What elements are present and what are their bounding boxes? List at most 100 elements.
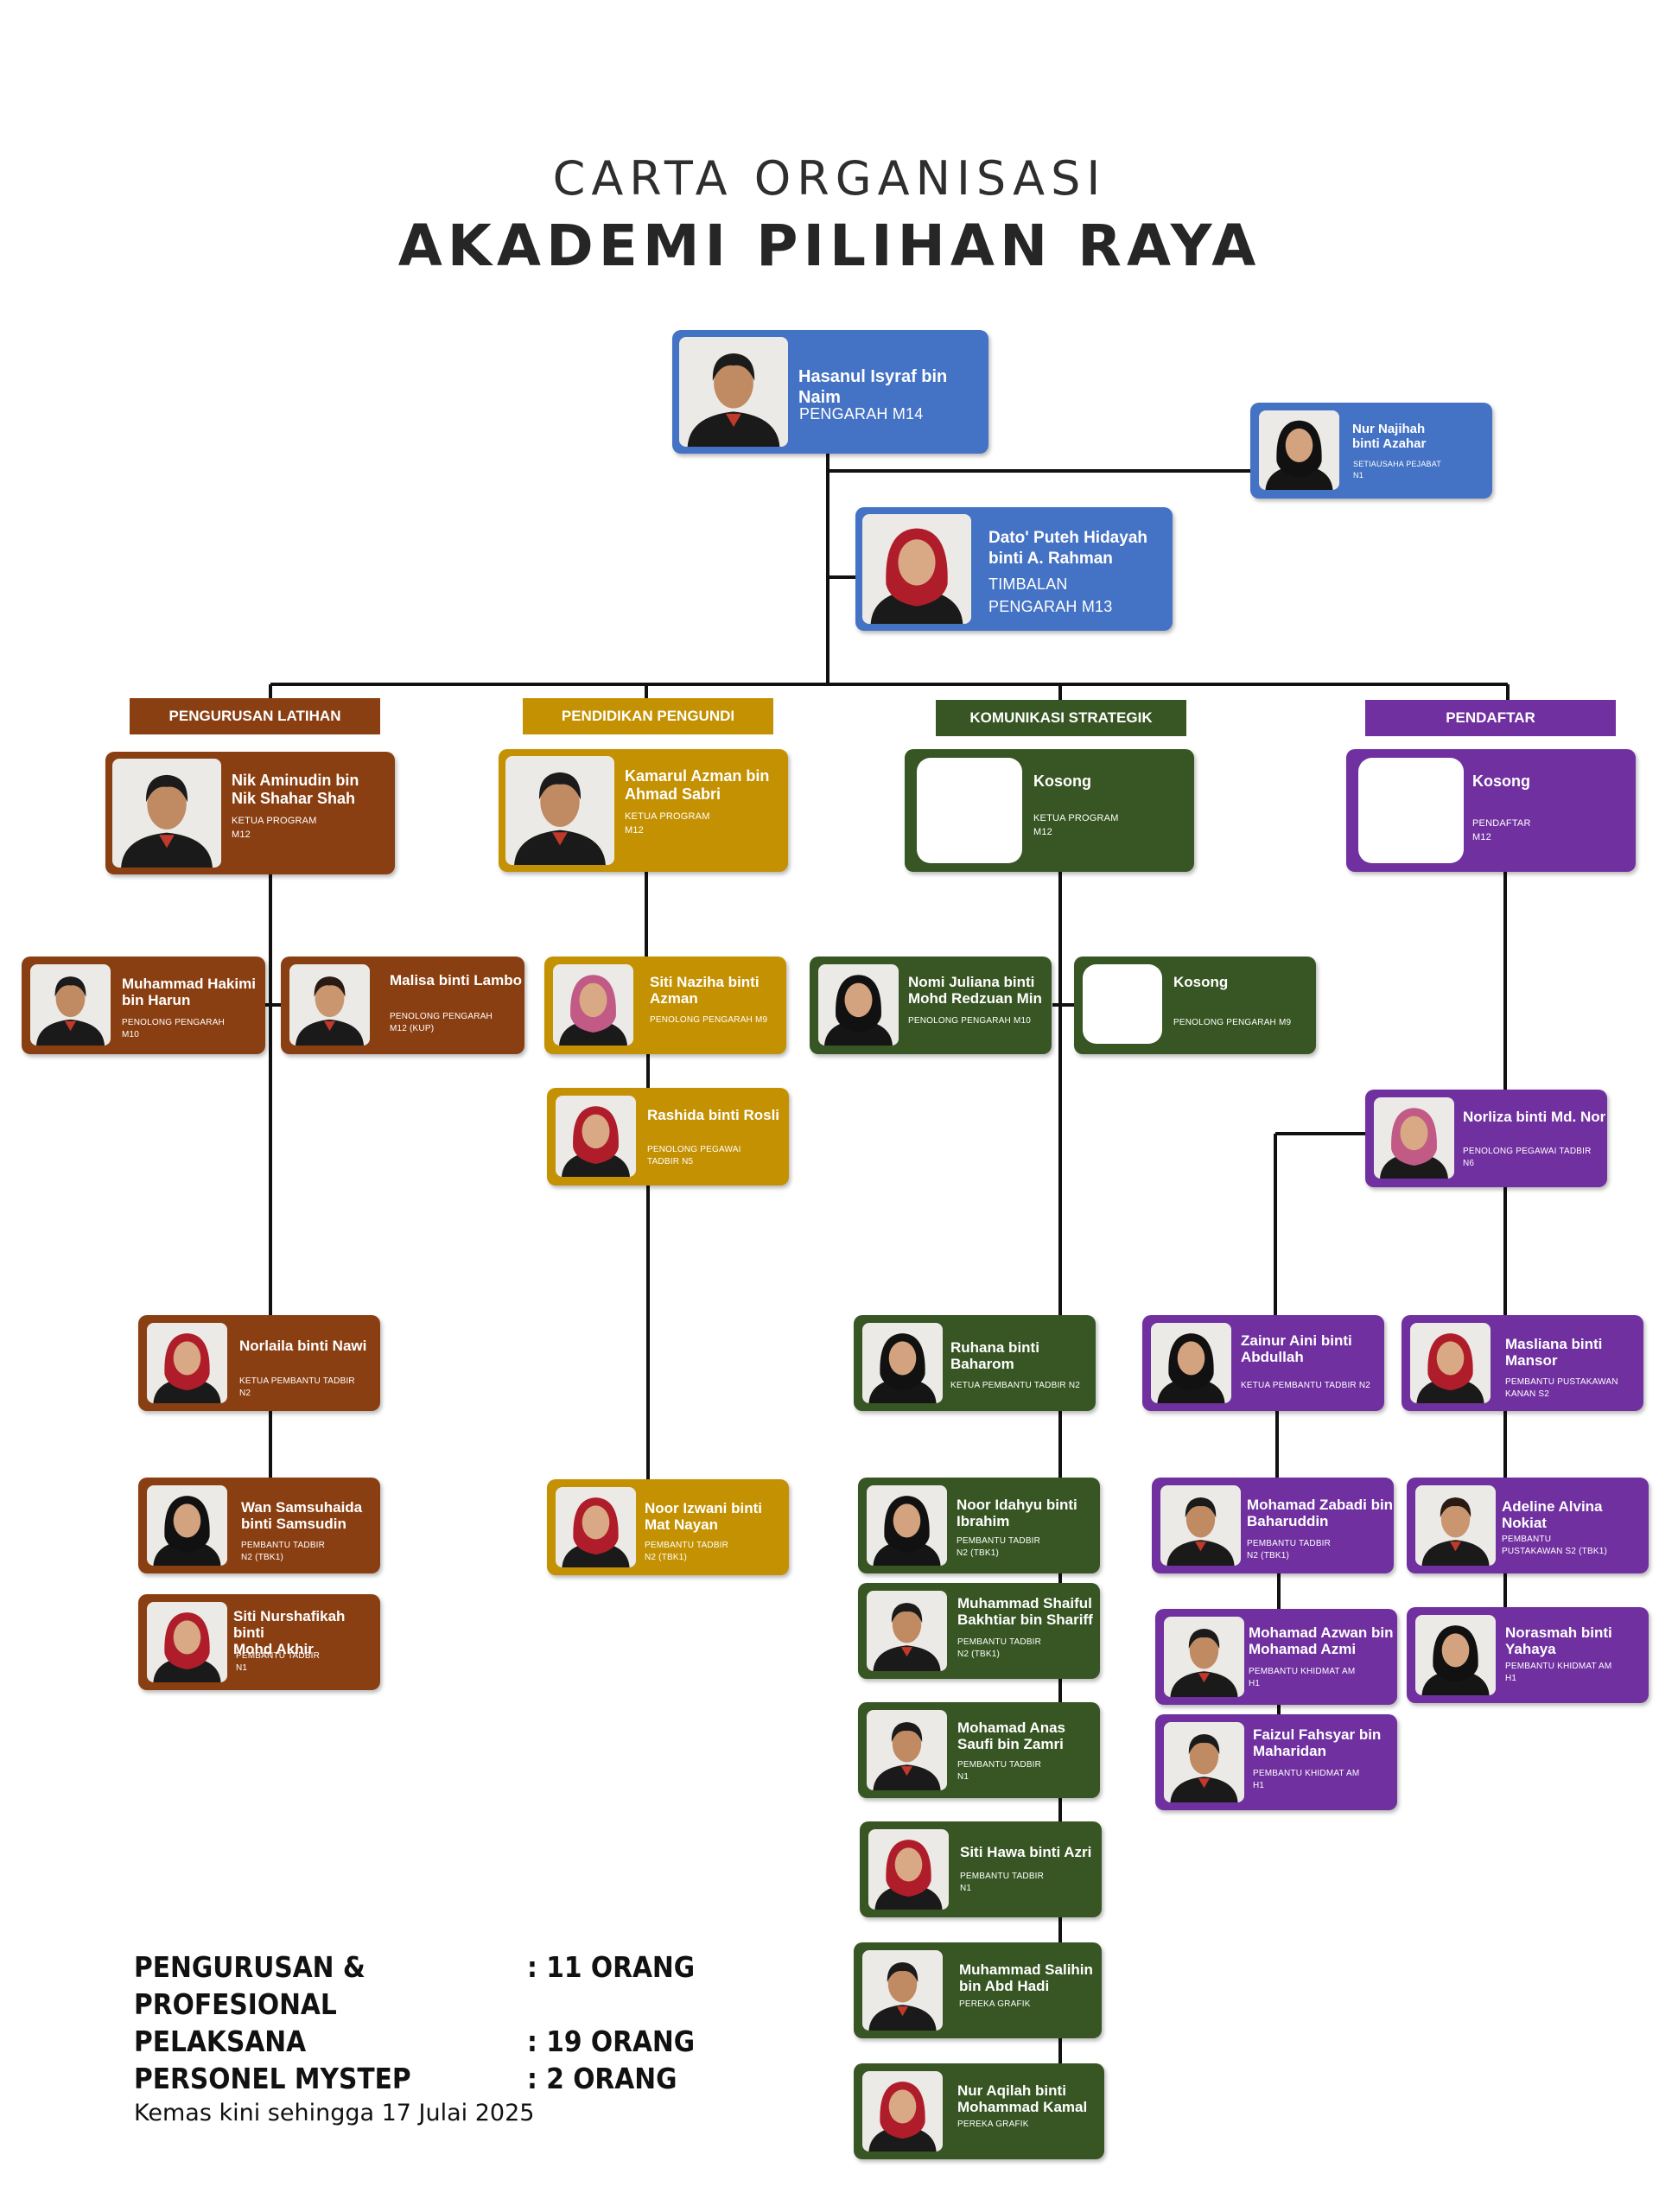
portrait-image — [862, 1950, 943, 2031]
person-card-malisa[interactable]: Malisa binti Lambo PENOLONG PENGARAH M12… — [281, 957, 524, 1054]
person-card-head-latihan[interactable]: Nik Aminudin bin Nik Shahar Shah KETUA P… — [105, 752, 395, 874]
person-name: Faizul Fahsyar bin Maharidan — [1253, 1726, 1382, 1759]
portrait-image — [862, 2071, 943, 2152]
person-position: PEMBANTU KHIDMAT AM H1 — [1505, 1662, 1612, 1683]
person-card-masliana[interactable]: Masliana binti Mansor PEMBANTU PUSTAKAWA… — [1402, 1315, 1643, 1411]
portrait-image — [867, 1485, 947, 1566]
summary-value: : 19 ORANG — [527, 2024, 696, 2058]
portrait-image — [556, 1487, 636, 1567]
person-card-azwan[interactable]: Mohamad Azwan bin Mohamad Azmi PEMBANTU … — [1155, 1609, 1397, 1705]
person-card-rashida[interactable]: Rashida binti Rosli PENOLONG PEGAWAI TAD… — [547, 1088, 789, 1185]
portrait-image — [553, 964, 633, 1046]
person-position: KETUA PEMBANTU TADBIR N2 — [1241, 1381, 1371, 1390]
person-name: Kosong — [1033, 772, 1091, 790]
person-card-salihin[interactable]: Muhammad Salihin bin Abd Hadi PEREKA GRA… — [854, 1942, 1102, 2038]
person-card-zabadi[interactable]: Mohamad Zabadi bin Baharuddin PEMBANTU T… — [1152, 1478, 1394, 1573]
person-name: Muhammad Shaiful Bakhtiar bin Shariff — [957, 1595, 1093, 1628]
person-name: Siti Nurshafikah binti Mohd Akhir — [233, 1608, 346, 1657]
person-card-zainur[interactable]: Zainur Aini binti Abdullah KETUA PEMBANT… — [1142, 1315, 1384, 1411]
person-photo — [147, 1323, 227, 1403]
person-position: PENOLONG PENGARAH M9 — [1173, 1018, 1292, 1027]
person-card-wan[interactable]: Wan Samsuhaida binti Samsudin PEMBANTU T… — [138, 1478, 380, 1573]
portrait-image — [862, 514, 971, 624]
person-card-adeline[interactable]: Adeline Alvina Nokiat PEMBANTU PUSTAKAWA… — [1407, 1478, 1649, 1573]
person-photo — [1259, 410, 1339, 490]
person-photo — [867, 1591, 947, 1671]
portrait-image — [862, 1323, 943, 1403]
portrait-image — [867, 1710, 947, 1790]
person-name: Malisa binti Lambo — [390, 972, 523, 988]
chart-subtitle: CARTA ORGANISASI — [552, 151, 1107, 206]
person-position: KETUA PROGRAM M12 — [625, 811, 710, 836]
person-card-head-pendaftar[interactable]: Kosong PENDAFTAR M12 — [1346, 749, 1636, 872]
summary-label: PERSONEL MYSTEP — [134, 2062, 411, 2095]
person-photo — [1164, 1722, 1244, 1802]
portrait-image — [679, 337, 788, 447]
person-photo — [147, 1602, 227, 1682]
person-photo — [553, 964, 633, 1046]
person-position: PEMBANTU PUSTAKAWAN S2 (TBK1) — [1502, 1535, 1607, 1556]
person-photo — [505, 756, 614, 865]
person-card-ruhana[interactable]: Ruhana binti Baharom KETUA PEMBANTU TADB… — [854, 1315, 1096, 1411]
person-card-idahyu[interactable]: Noor Idahyu binti Ibrahim PEMBANTU TADBI… — [858, 1478, 1100, 1573]
person-card-nomi[interactable]: Nomi Juliana binti Mohd Redzuan Min PENO… — [810, 957, 1052, 1054]
person-card-izwani[interactable]: Noor Izwani binti Mat Nayan PEMBANTU TAD… — [547, 1479, 789, 1575]
portrait-image — [1151, 1323, 1231, 1403]
person-card-hakimi[interactable]: Muhammad Hakimi bin Harun PENOLONG PENGA… — [22, 957, 265, 1054]
person-card-norliza[interactable]: Norliza binti Md. Nor PENOLONG PEGAWAI T… — [1365, 1090, 1607, 1187]
person-card-head-komunikasi[interactable]: Kosong KETUA PROGRAM M12 — [905, 749, 1194, 872]
portrait-image — [147, 1485, 227, 1566]
portrait-image — [147, 1602, 227, 1682]
person-photo — [1410, 1323, 1491, 1403]
summary-label: PELAKSANA — [134, 2024, 307, 2058]
person-card-norlaila[interactable]: Norlaila binti Nawi KETUA PEMBANTU TADBI… — [138, 1315, 380, 1411]
person-card-kosong-komunikasi[interactable]: Kosong PENOLONG PENGARAH M9 — [1074, 957, 1316, 1054]
person-photo — [556, 1487, 636, 1567]
person-name: Nur Aqilah binti Mohammad Kamal — [957, 2082, 1088, 2115]
person-card-head-pendidikan[interactable]: Kamarul Azman bin Ahmad Sabri KETUA PROG… — [499, 749, 788, 872]
person-photo — [1374, 1097, 1454, 1179]
person-position: PEREKA GRAFIK — [959, 1999, 1031, 2009]
person-photo — [556, 1096, 636, 1177]
person-card-faizul[interactable]: Faizul Fahsyar bin Maharidan PEMBANTU KH… — [1155, 1714, 1397, 1810]
person-position: PEMBANTU KHIDMAT AM H1 — [1249, 1667, 1356, 1688]
person-name: Siti Hawa binti Azri — [960, 1844, 1092, 1860]
update-note: Kemas kini sehingga 17 Julai 2025 — [134, 2100, 535, 2126]
photo-placeholder — [917, 758, 1022, 863]
person-name: Nur Najihah binti Azahar — [1352, 422, 1427, 451]
portrait-image — [147, 1323, 227, 1403]
person-card-naziha[interactable]: Siti Naziha binti Azman PENOLONG PENGARA… — [544, 957, 786, 1054]
person-card-shaiful[interactable]: Muhammad Shaiful Bakhtiar bin Shariff PE… — [858, 1583, 1100, 1679]
person-card-aqilah[interactable]: Nur Aqilah binti Mohammad Kamal PEREKA G… — [854, 2063, 1104, 2159]
portrait-image — [1374, 1097, 1454, 1179]
portrait-image — [1164, 1617, 1244, 1697]
dept-label-pendidikan: PENDIDIKAN PENGUNDI — [523, 698, 773, 734]
person-card-anas[interactable]: Mohamad Anas Saufi bin Zamri PEMBANTU TA… — [858, 1702, 1100, 1798]
portrait-image — [289, 964, 370, 1046]
person-card-deputy-director[interactable]: Dato' Puteh Hidayah binti A. Rahman TIMB… — [855, 507, 1173, 631]
person-photo — [867, 1485, 947, 1566]
person-name: Zainur Aini binti Abdullah — [1241, 1332, 1352, 1365]
person-card-secretary[interactable]: Nur Najihah binti Azahar SETIAUSAHA PEJA… — [1250, 403, 1492, 499]
person-position: PEMBANTU TADBIR N2 (TBK1) — [645, 1541, 729, 1562]
photo-placeholder — [1358, 758, 1464, 863]
person-position: KETUA PROGRAM M12 — [1033, 813, 1119, 837]
person-position: SETIAUSAHA PEJABAT N1 — [1353, 460, 1441, 480]
person-name: Ruhana binti Baharom — [950, 1339, 1039, 1372]
person-card-sitihawa[interactable]: Siti Hawa binti Azri PEMBANTU TADBIR N1 — [860, 1821, 1102, 1917]
person-position: PEMBANTU TADBIR N1 — [236, 1651, 321, 1673]
person-photo — [1415, 1485, 1496, 1566]
person-name: Nik Aminudin bin Nik Shahar Shah — [232, 772, 359, 807]
person-card-director[interactable]: Hasanul Isyraf bin Naim PENGARAH M14 — [672, 330, 988, 454]
person-name: Siti Naziha binti Azman — [650, 974, 760, 1007]
person-position: TIMBALAN PENGARAH M13 — [988, 575, 1113, 615]
person-name: Mohamad Anas Saufi bin Zamri — [957, 1719, 1066, 1752]
person-name: Wan Samsuhaida binti Samsudin — [241, 1499, 363, 1532]
person-position: PENOLONG PENGARAH M9 — [650, 1015, 768, 1025]
person-position: PENOLONG PENGARAH M10 — [122, 1018, 225, 1039]
portrait-image — [1164, 1722, 1244, 1802]
person-photo — [868, 1829, 949, 1910]
person-card-nurshafikah[interactable]: Siti Nurshafikah binti Mohd Akhir PEMBAN… — [138, 1594, 380, 1690]
person-photo — [862, 514, 971, 624]
person-card-norasmah[interactable]: Norasmah binti Yahaya PEMBANTU KHIDMAT A… — [1407, 1607, 1649, 1703]
